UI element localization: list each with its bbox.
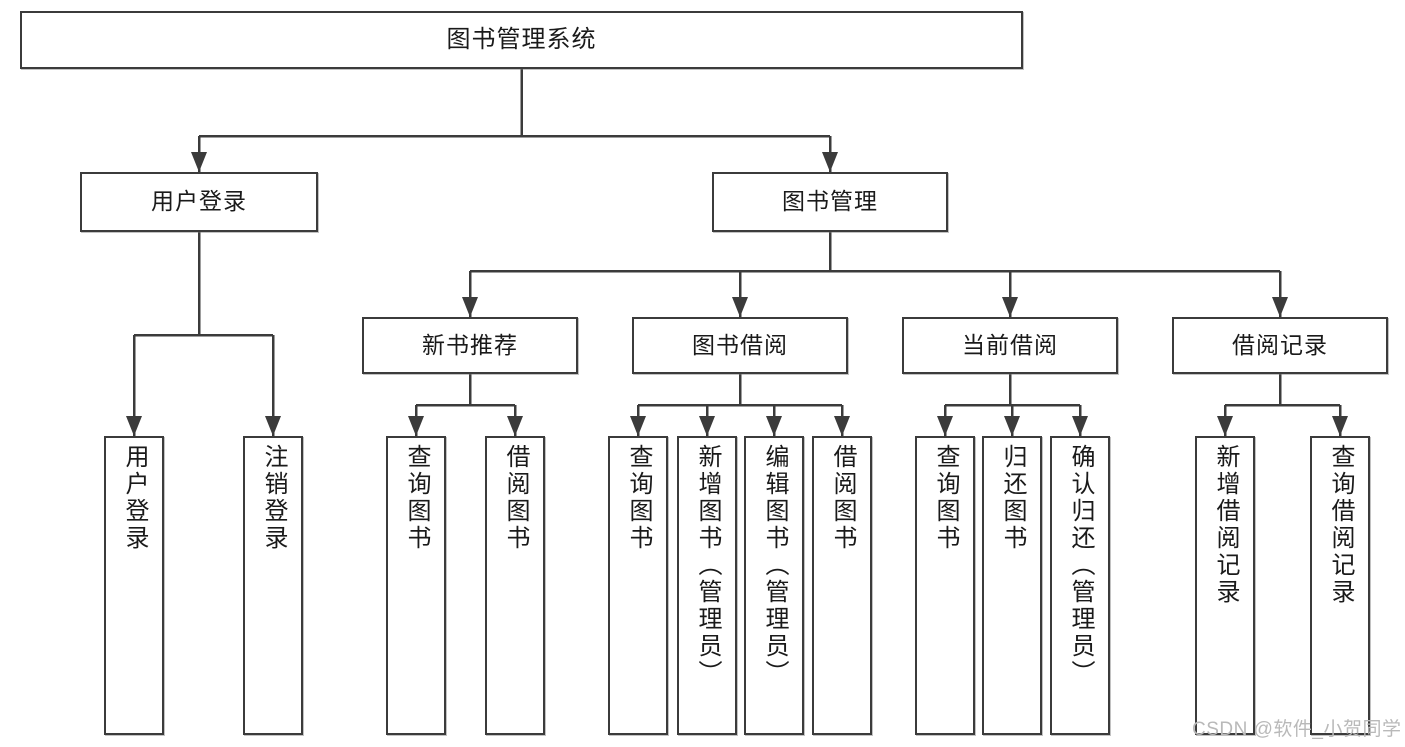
node-leaf-edit-book[interactable]: 编辑图书（管理员） — [744, 436, 804, 735]
node-label: 新增图书（管理员） — [694, 444, 721, 687]
node-label: 借阅记录 — [1232, 331, 1328, 358]
node-label: 注销登录 — [260, 444, 287, 552]
node-book-manage[interactable]: 图书管理 — [712, 172, 948, 232]
node-label: 查询图书 — [932, 444, 959, 552]
node-leaf-add-record[interactable]: 新增借阅记录 — [1195, 436, 1255, 735]
node-book-borrow[interactable]: 图书借阅 — [632, 317, 848, 374]
node-label: 编辑图书（管理员） — [761, 444, 788, 687]
node-label: 查询图书 — [625, 444, 652, 552]
node-label: 图书管理系统 — [446, 25, 597, 53]
node-leaf-confirm-return[interactable]: 确认归还（管理员） — [1050, 436, 1110, 735]
node-label: 当前借阅 — [962, 331, 1058, 358]
node-root[interactable]: 图书管理系统 — [20, 11, 1023, 69]
node-label: 用户登录 — [121, 444, 148, 552]
watermark-label: CSDN @软件_小贺同学 — [1192, 719, 1402, 740]
node-leaf-borrow-book-1[interactable]: 借阅图书 — [485, 436, 545, 735]
node-leaf-query-book-2[interactable]: 查询图书 — [608, 436, 668, 735]
node-label: 借阅图书 — [829, 444, 856, 552]
node-current-borrow[interactable]: 当前借阅 — [902, 317, 1118, 374]
node-leaf-query-book-1[interactable]: 查询图书 — [386, 436, 446, 735]
node-new-book-rec[interactable]: 新书推荐 — [362, 317, 578, 374]
node-label: 用户登录 — [151, 188, 247, 215]
node-label: 图书管理 — [782, 188, 878, 215]
node-borrow-record[interactable]: 借阅记录 — [1172, 317, 1388, 374]
node-leaf-user-login[interactable]: 用户登录 — [104, 436, 164, 735]
node-leaf-logout[interactable]: 注销登录 — [243, 436, 303, 735]
node-leaf-query-book-3[interactable]: 查询图书 — [915, 436, 975, 735]
node-label: 图书借阅 — [692, 331, 788, 358]
node-label: 确认归还（管理员） — [1067, 444, 1094, 687]
node-label: 新增借阅记录 — [1212, 444, 1239, 606]
node-label: 查询图书 — [403, 444, 430, 552]
node-leaf-query-record[interactable]: 查询借阅记录 — [1310, 436, 1370, 735]
node-label: 借阅图书 — [502, 444, 529, 552]
node-label: 归还图书 — [999, 444, 1026, 552]
node-label: 查询借阅记录 — [1327, 444, 1354, 606]
node-leaf-add-book[interactable]: 新增图书（管理员） — [677, 436, 737, 735]
node-leaf-return-book[interactable]: 归还图书 — [982, 436, 1042, 735]
node-leaf-borrow-book-2[interactable]: 借阅图书 — [812, 436, 872, 735]
node-user-login[interactable]: 用户登录 — [80, 172, 318, 232]
node-label: 新书推荐 — [422, 331, 518, 358]
